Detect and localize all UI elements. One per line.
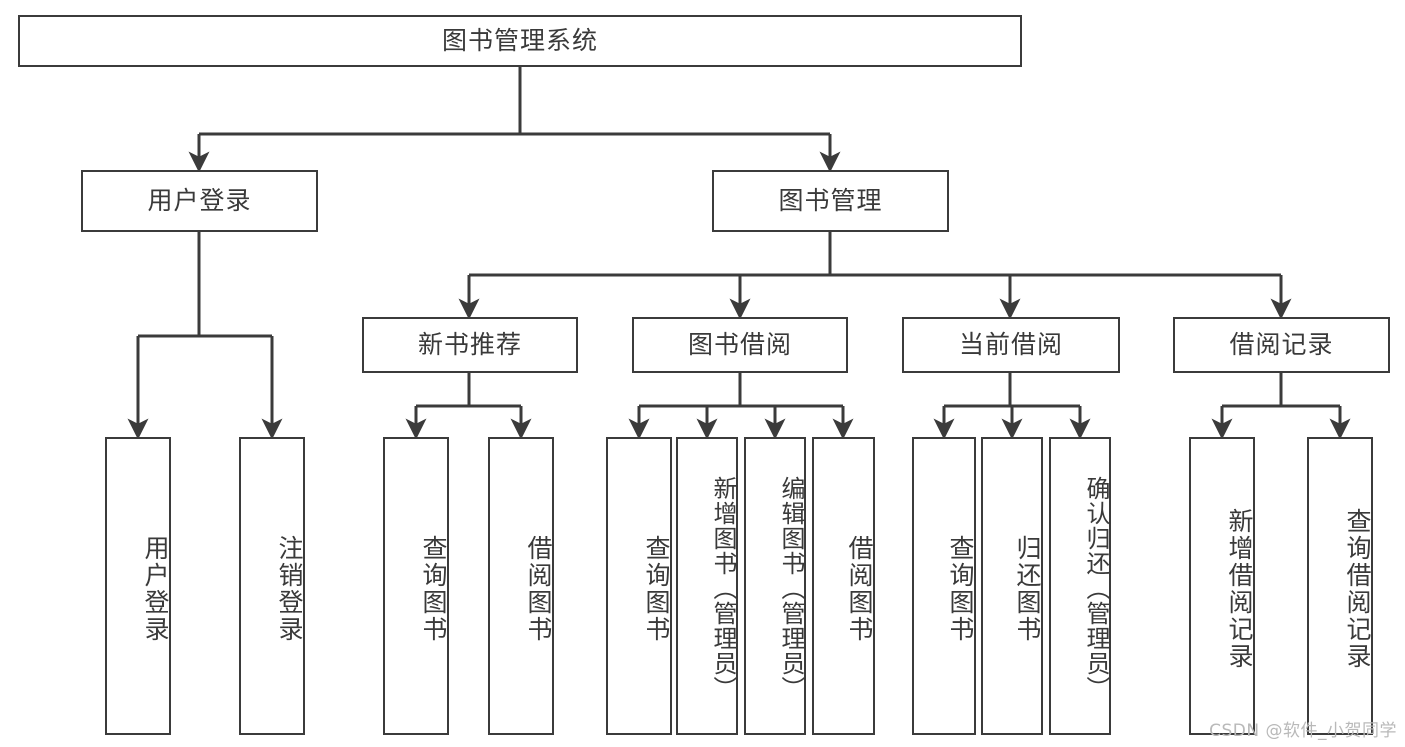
leaf-current-return-books[interactable]: 归还图书	[981, 437, 1043, 735]
leaf-record-add-borrow-record[interactable]: 新增借阅记录	[1189, 437, 1255, 735]
leaf-borrow-query-books[interactable]: 查询图书	[606, 437, 672, 735]
node-current-borrowing[interactable]: 当前借阅	[902, 317, 1120, 373]
node-user-login[interactable]: 用户登录	[81, 170, 318, 232]
node-root-book-management-system[interactable]: 图书管理系统	[18, 15, 1022, 67]
leaf-borrow-add-book-admin[interactable]: 新增图书（管理员）	[676, 437, 738, 735]
leaf-borrow-borrow-books[interactable]: 借阅图书	[812, 437, 875, 735]
leaf-user-login-login[interactable]: 用户登录	[105, 437, 171, 735]
leaf-new-book-borrow-books[interactable]: 借阅图书	[488, 437, 554, 735]
leaf-borrow-edit-book-admin[interactable]: 编辑图书（管理员）	[744, 437, 806, 735]
leaf-current-confirm-return-admin[interactable]: 确认归还（管理员）	[1049, 437, 1111, 735]
node-borrowing-records[interactable]: 借阅记录	[1173, 317, 1390, 373]
csdn-watermark: CSDN @软件_小贺同学	[1209, 721, 1397, 741]
leaf-current-query-books[interactable]: 查询图书	[912, 437, 976, 735]
node-book-management[interactable]: 图书管理	[712, 170, 949, 232]
node-book-borrowing[interactable]: 图书借阅	[632, 317, 848, 373]
leaf-user-login-logout[interactable]: 注销登录	[239, 437, 305, 735]
leaf-record-query-borrow-record[interactable]: 查询借阅记录	[1307, 437, 1373, 735]
leaf-new-book-query-books[interactable]: 查询图书	[383, 437, 449, 735]
node-new-book-recommendation[interactable]: 新书推荐	[362, 317, 578, 373]
